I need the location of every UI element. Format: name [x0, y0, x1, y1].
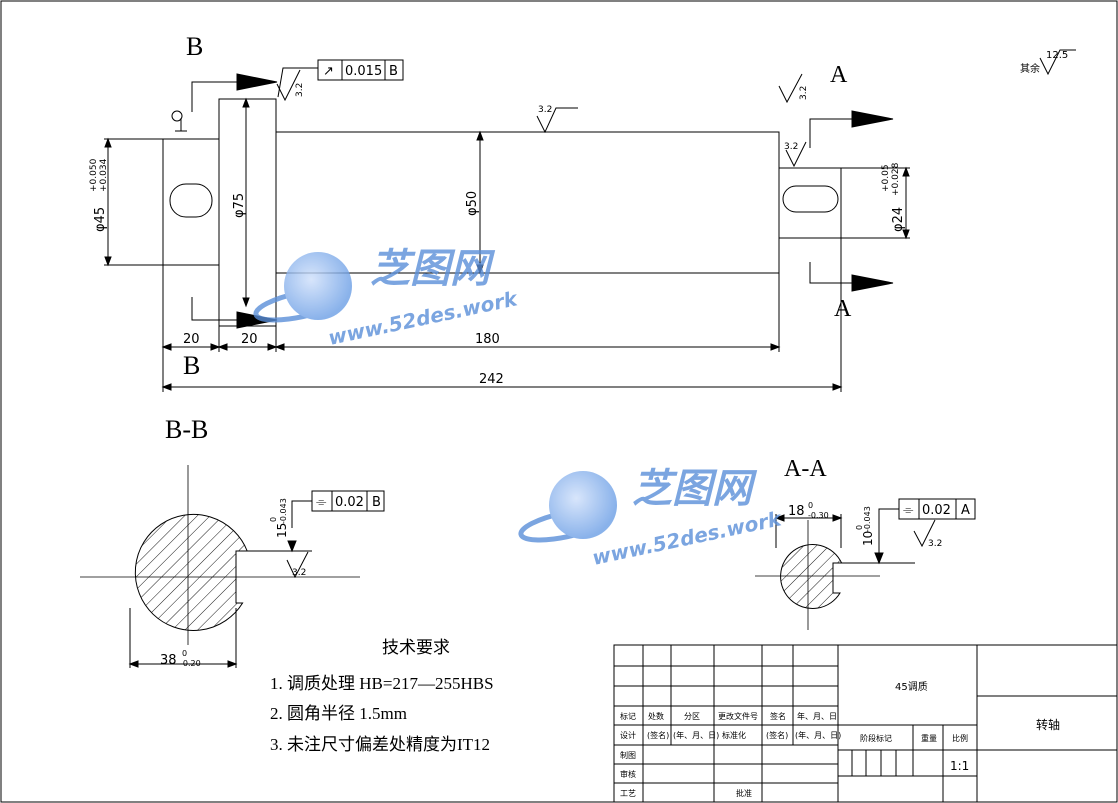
section-bb-width-tol-lower: -0.20 — [180, 659, 201, 668]
section-bb-body — [134, 513, 248, 631]
section-aa-width: 18 — [788, 504, 805, 519]
gtol-symbol: ↗ — [323, 64, 334, 79]
header-cell: 分区 — [684, 712, 700, 721]
material: 45调质 — [895, 681, 928, 693]
dim-d45-tol-lower: +0.034 — [99, 158, 109, 192]
design-cell: (年、月、日) — [795, 730, 841, 740]
section-aa-key-depth-tol-upper: 0 — [855, 525, 864, 530]
roughness-other-label: 其余 — [1020, 62, 1040, 75]
watermark-brand: 芝图网 — [370, 246, 496, 292]
approve-label: 批准 — [736, 788, 752, 798]
gtol-value: 0.015 — [345, 64, 382, 79]
design-cell: 标准化 — [722, 730, 746, 740]
tech-requirements: 技术要求 1. 调质处理 HB=217—255HBS 2. 圆角半径 1.5mm… — [270, 638, 494, 754]
tech-requirements-title: 技术要求 — [382, 638, 450, 657]
dim-d45: φ45 — [93, 207, 108, 232]
tech-requirement-item: 3. 未注尺寸偏差处精度为IT12 — [270, 735, 490, 754]
keyway-left — [169, 183, 213, 218]
section-mark-b-bottom: B — [183, 351, 200, 380]
header-cell: 更改文件号 — [718, 711, 758, 721]
design-cell: (签名) — [647, 730, 669, 740]
section-bb-width-tol-upper: 0 — [182, 649, 187, 658]
section-aa-roughness: 3.2 — [928, 539, 942, 549]
roughness-mid: 3.2 — [538, 105, 552, 115]
part-name: 转轴 — [1036, 717, 1060, 732]
header-cell: 签名 — [770, 711, 786, 721]
shaft-left-end — [162, 138, 220, 266]
watermark-bottom: 芝图网 www.52des.work — [518, 466, 785, 570]
dim-d50: φ50 — [465, 191, 480, 216]
dim-d24: φ24 — [891, 207, 906, 232]
dim-len-180: 180 — [475, 332, 500, 347]
header-cell: 年、月、日 — [797, 711, 837, 721]
section-bb: B-B ⌯ 0.02 B 15 0 -0.043 3.2 38 0 -0.20 — [80, 415, 385, 668]
section-bb-width: 38 — [160, 653, 177, 668]
section-aa-key-depth-tol-lower: -0.043 — [863, 506, 872, 532]
watermark-url: www.52des.work — [590, 506, 785, 570]
watermark-brand: 芝图网 — [632, 466, 758, 512]
dim-len-242: 242 — [479, 372, 504, 387]
section-bb-key-depth-tol-upper: 0 — [269, 517, 278, 522]
dim-d24-tol-lower: +0.028 — [891, 162, 901, 196]
scale-value: 1:1 — [950, 759, 969, 773]
shaft-collar — [218, 98, 277, 327]
dim-len-20-right: 20 — [241, 332, 258, 347]
design-cell: 设计 — [620, 730, 636, 740]
dim-d45-tol-upper: +0.050 — [89, 158, 99, 192]
section-aa-key-depth: 10 — [861, 531, 875, 546]
dim-d24-tol-upper: +0.05 — [881, 164, 891, 192]
shaft-right-end — [778, 167, 842, 239]
title-block-text: 45调质 转轴 1:1 阶段标记 重量 比例 标记 处数 分区 更改文件号 签名… — [620, 681, 1060, 798]
row-label: 制图 — [620, 750, 636, 760]
tech-requirement-item: 1. 调质处理 HB=217—255HBS — [270, 674, 494, 693]
section-aa-sym-datum: A — [961, 503, 970, 518]
section-aa-width-tol-upper: 0 — [808, 501, 813, 510]
section-aa-sym-symbol: ⌯ — [903, 503, 914, 518]
section-aa-title: A-A — [784, 456, 827, 482]
roughness-other-value: 12.5 — [1046, 50, 1068, 61]
roughness-left: 3.2 — [295, 83, 305, 97]
section-bb-sym-value: 0.02 — [335, 495, 364, 510]
row-label: 工艺 — [620, 789, 636, 798]
scale-label: 比例 — [952, 733, 968, 743]
globe-icon — [284, 252, 352, 320]
dim-len-20-left: 20 — [183, 332, 200, 347]
section-bb-sym-symbol: ⌯ — [316, 495, 327, 510]
section-bb-key-depth-tol-lower: -0.043 — [279, 498, 288, 524]
section-bb-roughness: 3.2 — [292, 568, 306, 578]
header-cell: 处数 — [648, 711, 664, 721]
globe-icon — [549, 471, 617, 539]
main-view-text: B B A A φ45 +0.050 +0.034 φ75 φ50 φ24 +0… — [89, 32, 1068, 387]
shaft-body — [275, 131, 780, 274]
header-cell: 标记 — [620, 711, 636, 721]
section-bb-title: B-B — [165, 415, 208, 444]
section-mark-b-top: B — [186, 32, 203, 61]
gtol-datum: B — [389, 64, 398, 79]
tech-requirement-item: 2. 圆角半径 1.5mm — [270, 704, 407, 723]
stage-label: 阶段标记 — [860, 733, 892, 743]
dim-d75: φ75 — [232, 193, 247, 218]
roughness-right-key: 3.2 — [784, 142, 798, 152]
row-label: 审核 — [620, 769, 636, 779]
section-mark-a-top: A — [830, 62, 848, 88]
weight-label: 重量 — [921, 733, 937, 743]
section-aa-width-tol-lower: -0.30 — [808, 511, 829, 520]
keyway-right — [782, 185, 839, 213]
section-bb-key-depth: 15 — [275, 523, 289, 538]
section-bb-sym-datum: B — [372, 495, 381, 510]
title-block — [613, 644, 1118, 803]
section-aa-body — [780, 543, 843, 609]
design-cell: (签名) — [766, 730, 788, 740]
section-mark-a-bottom: A — [834, 296, 852, 322]
design-cell: (年、月、日) — [673, 730, 719, 740]
section-aa-sym-value: 0.02 — [922, 503, 951, 518]
section-aa: A-A ⌯ 0.02 A 10 0 -0.043 3.2 18 0 -0.30 — [755, 456, 976, 630]
roughness-right-top: 3.2 — [799, 86, 809, 100]
